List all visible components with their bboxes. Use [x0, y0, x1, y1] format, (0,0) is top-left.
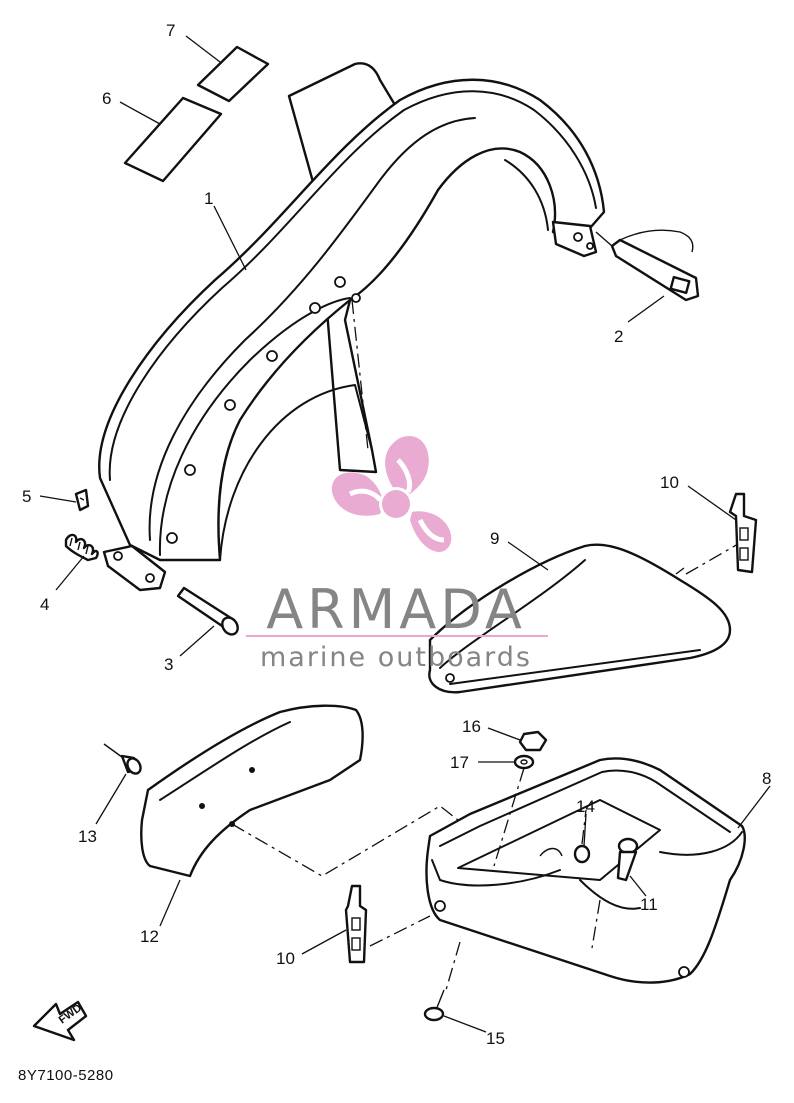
watermark-brand: ARMADA — [266, 578, 526, 641]
callout-10-lower: 10 — [276, 949, 295, 968]
propeller-logo-icon — [331, 436, 452, 552]
callout-11: 11 — [640, 895, 658, 914]
part-9-cover — [428, 543, 732, 694]
callout-1: 1 — [204, 189, 213, 208]
part-1-cowling — [98, 62, 606, 592]
part-code: 8Y7100-5280 — [18, 1067, 114, 1084]
part-5-fastener — [74, 488, 90, 512]
part-3-pin — [176, 586, 239, 636]
callout-13: 13 — [78, 827, 97, 846]
callout-3: 3 — [164, 655, 173, 674]
callout-8: 8 — [762, 769, 771, 788]
callout-14: 14 — [576, 797, 595, 816]
callout-4: 4 — [40, 595, 49, 614]
part-10-tag-lower — [344, 884, 368, 964]
leader-lines — [39, 35, 771, 1033]
part-4-spring — [64, 533, 99, 562]
part-6-label — [123, 96, 223, 183]
part-11-bolt — [616, 837, 639, 882]
watermark: ARMADA marine outboards — [246, 436, 548, 673]
part-2-clip — [595, 229, 700, 302]
callout-2: 2 — [614, 327, 623, 346]
part-15-bolt — [423, 989, 445, 1022]
callout-5: 5 — [22, 487, 31, 506]
assembly-lines — [231, 299, 739, 991]
callout-15: 15 — [486, 1029, 505, 1048]
callout-12: 12 — [140, 927, 159, 946]
part-14-grommet — [573, 844, 591, 864]
part-7-label — [196, 45, 270, 103]
part-16-nut — [518, 730, 548, 752]
callout-16: 16 — [462, 717, 481, 736]
callout-7-label: 7 — [166, 21, 175, 40]
watermark-tagline: marine outboards — [260, 642, 532, 673]
fwd-arrow-icon: FWD — [32, 1000, 88, 1042]
part-8-case — [425, 757, 746, 984]
callout-10-upper: 10 — [660, 473, 679, 492]
part-17-washer — [513, 754, 535, 770]
part-12-plate — [140, 704, 364, 878]
callout-6: 6 — [102, 89, 111, 108]
part-13-screw — [103, 743, 142, 775]
part-10-tag-upper — [728, 492, 758, 574]
callout-9: 9 — [490, 529, 499, 548]
callout-17: 17 — [450, 753, 469, 772]
